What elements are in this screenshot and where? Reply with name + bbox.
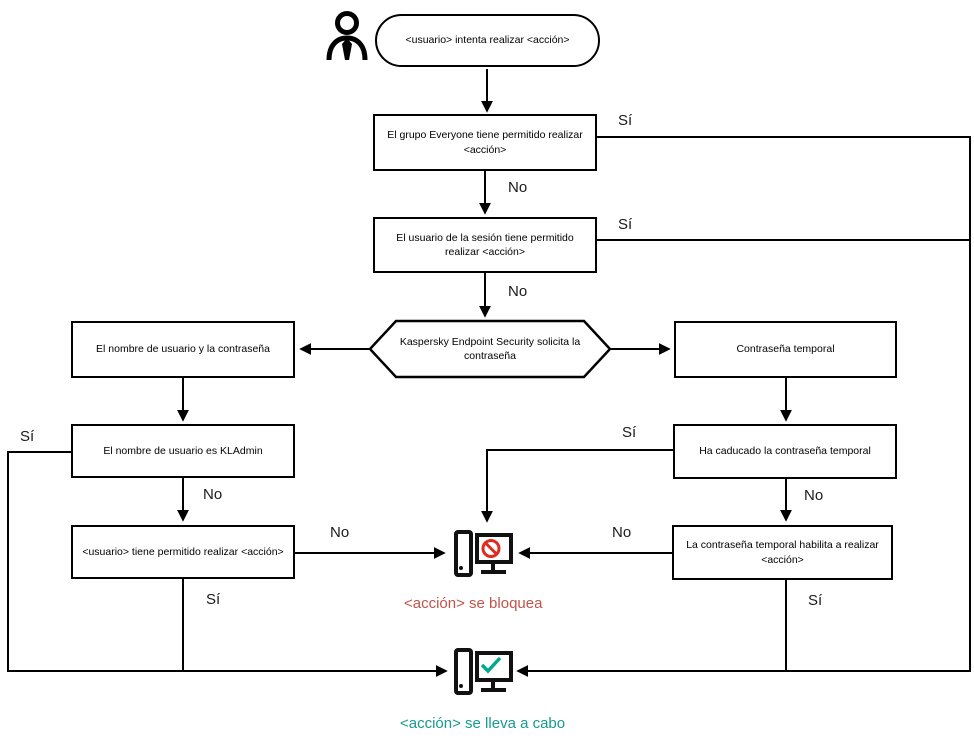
computer-blocked-icon xyxy=(454,530,513,577)
node-username-kladmin: El nombre de usuario es KLAdmin xyxy=(71,424,295,478)
edge-label-user-allowed-no: No xyxy=(330,524,350,541)
node-temp-password-allows: La contraseña temporal habilita a realiz… xyxy=(672,525,893,580)
computer-check-icon xyxy=(454,648,513,695)
edge-label-user-allowed-yes: Sí xyxy=(206,591,221,608)
node-session-user-allowed: El usuario de la sesión tiene permitido … xyxy=(373,217,597,273)
decision-hexagon xyxy=(368,319,612,379)
node-everyone-allowed: El grupo Everyone tiene permitido realiz… xyxy=(373,114,597,171)
performed-outcome-label: <acción> se lleva a cabo xyxy=(400,715,566,732)
edge-label-expired-yes: Sí xyxy=(622,424,637,441)
node-kes-password-prompt: Kaspersky Endpoint Security solicita la … xyxy=(399,335,581,362)
edge-label-expired-no: No xyxy=(804,487,824,504)
node-temp-password-expired: Ha caducado la contraseña temporal xyxy=(673,424,897,479)
edge-label-temp-allows-no: No xyxy=(612,524,632,541)
node-username-password: El nombre de usuario y la contraseña xyxy=(71,321,295,378)
node-start: <usuario> intenta realizar <acción> xyxy=(375,14,600,67)
edge-label-session-no: No xyxy=(508,283,528,300)
edge-label-session-yes: Sí xyxy=(618,216,633,233)
node-user-allowed: <usuario> tiene permitido realizar <acci… xyxy=(71,525,295,579)
edge-label-kladmin-yes: Sí xyxy=(20,428,35,445)
person-icon xyxy=(326,11,368,61)
edge-label-kladmin-no: No xyxy=(203,486,223,503)
edge-label-everyone-no: No xyxy=(508,179,528,196)
blocked-outcome-label: <acción> se bloquea xyxy=(404,595,543,612)
edge-label-everyone-yes: Sí xyxy=(618,112,633,129)
node-temp-password: Contraseña temporal xyxy=(674,321,897,378)
edge-label-temp-allows-yes: Sí xyxy=(808,592,823,609)
